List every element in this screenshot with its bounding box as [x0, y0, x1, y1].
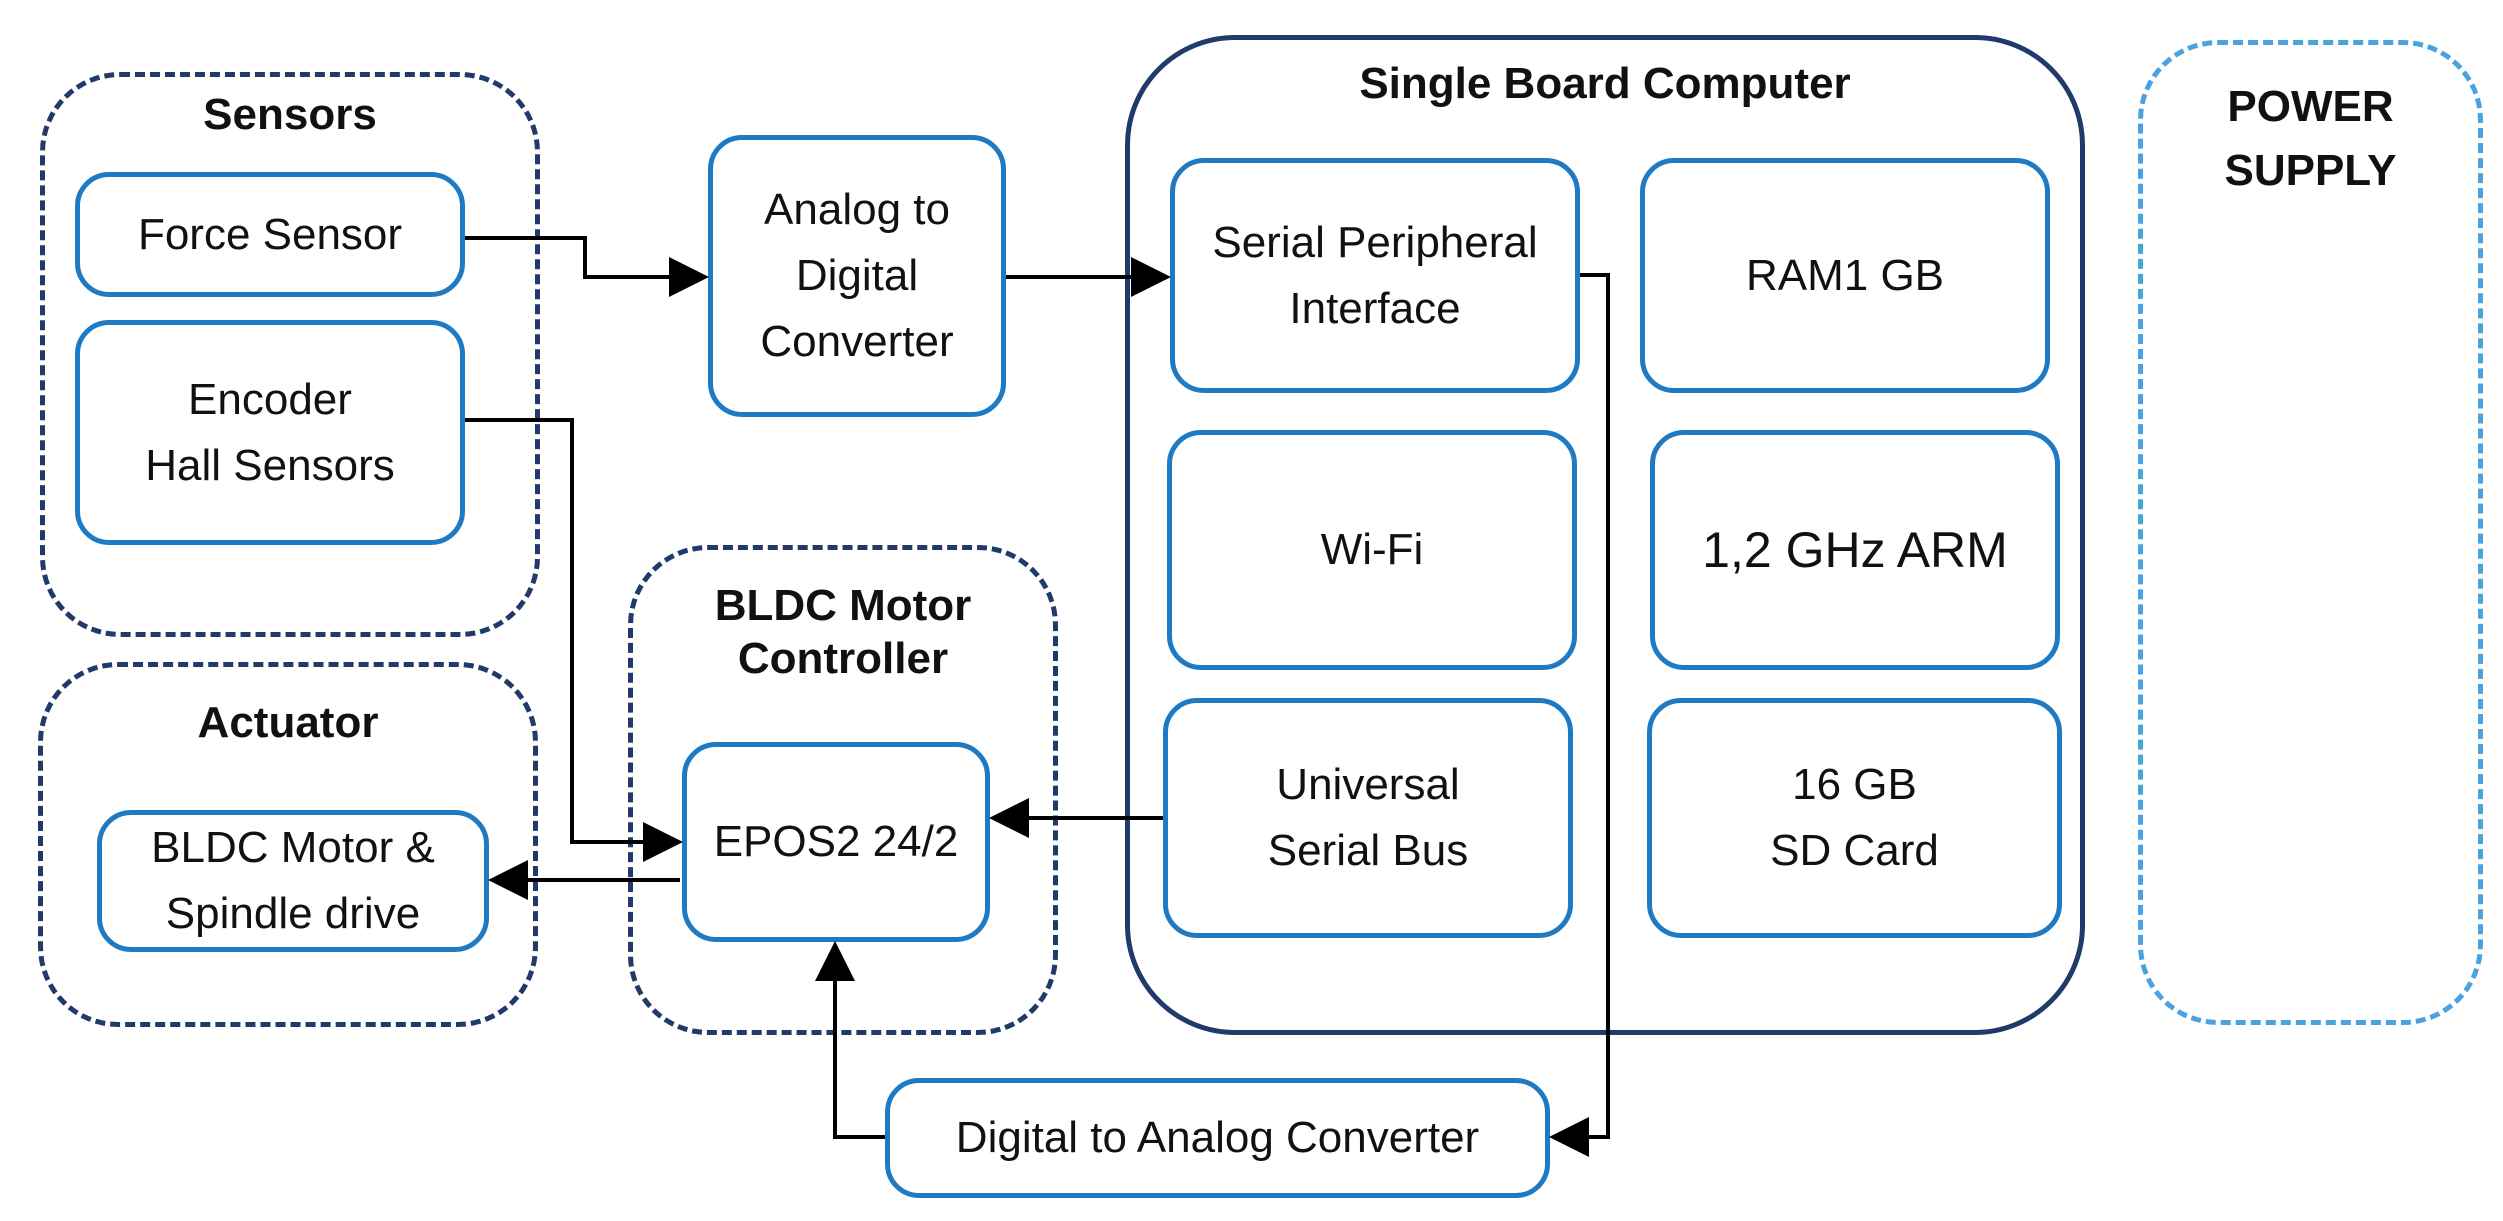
sensors-group-title: Sensors [203, 90, 377, 139]
analog-to-digital-converter-block: Analog to Digital Converter [708, 135, 1006, 417]
serial-peripheral-interface-block: Serial Peripheral Interface [1170, 158, 1580, 393]
force-sensor-block: Force Sensor [75, 172, 465, 297]
power-supply-group-title: POWER SUPPLY [2224, 82, 2397, 195]
ram-block: RAM1 GB [1640, 158, 2050, 393]
arm-cpu-block: 1,2 GHz ARM [1650, 430, 2060, 670]
actuator-group: Actuator [38, 662, 538, 1027]
actuator-group-title: Actuator [197, 698, 379, 747]
wifi-block: Wi-Fi [1167, 430, 1577, 670]
digital-to-analog-converter-block: Digital to Analog Converter [885, 1078, 1550, 1198]
sensors-group: Sensors [40, 72, 540, 637]
sd-card-block: 16 GB SD Card [1647, 698, 2062, 938]
bldc-motor-spindle-drive-block: BLDC Motor & Spindle drive [97, 810, 489, 952]
universal-serial-bus-block: Universal Serial Bus [1163, 698, 1573, 938]
encoder-hall-sensors-block: Encoder Hall Sensors [75, 320, 465, 545]
epos2-controller-block: EPOS2 24/2 [682, 742, 990, 942]
power-supply-group: POWER SUPPLY [2138, 40, 2483, 1025]
bldc-motor-controller-group-title: BLDC Motor Controller [714, 581, 972, 683]
single-board-computer-group-title: Single Board Computer [1359, 59, 1851, 108]
